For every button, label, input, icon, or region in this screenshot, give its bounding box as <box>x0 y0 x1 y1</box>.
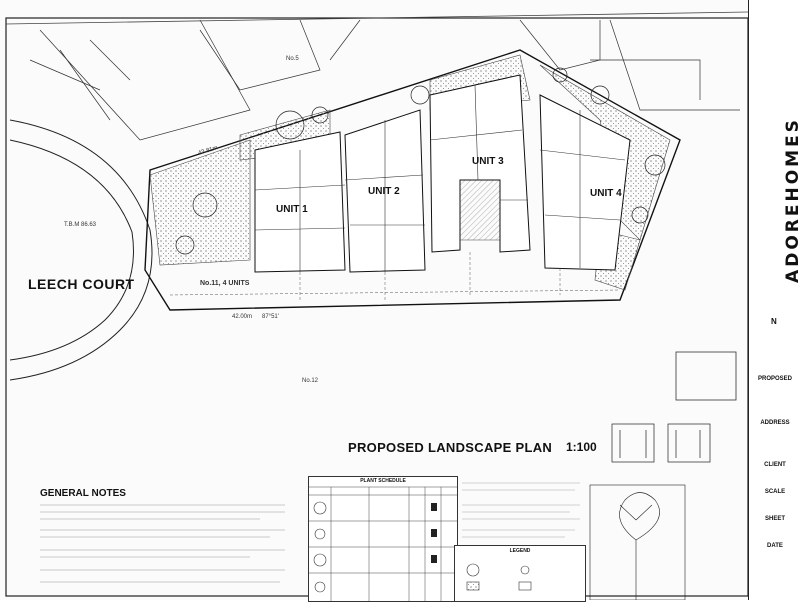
firm-logo-block: ADOREHOMES <box>750 117 800 283</box>
tree-detail <box>589 484 686 600</box>
title-block-date: DATE <box>767 543 783 549</box>
tbm-label: T.B.M 86.63 <box>64 222 97 228</box>
neighbour-5-label: No.5 <box>286 56 299 62</box>
plant-schedule-title: PLANT SCHEDULE <box>360 478 406 484</box>
legend-title: LEGEND <box>509 548 531 554</box>
north-label: N <box>771 317 777 326</box>
approval-stamp <box>675 351 737 401</box>
title-block-proposal: PROPOSED <box>757 376 792 382</box>
general-notes-title: GENERAL NOTES <box>40 488 126 499</box>
elevation-sketches <box>611 423 711 463</box>
driveway <box>169 252 621 300</box>
general-notes-lines <box>40 504 285 583</box>
tree-symbols <box>175 67 666 255</box>
title-block-address: ADDRESS <box>760 420 790 426</box>
firm-name: ADOREHOMES <box>782 117 800 283</box>
street-name-label: LEECH COURT <box>28 276 135 292</box>
unit-footprints <box>254 74 631 273</box>
neighbour-12-label: No.12 <box>302 378 319 384</box>
site-boundary <box>144 49 681 311</box>
interior-walls <box>254 84 626 272</box>
leech-court-road <box>9 119 153 381</box>
legend-symbols <box>466 563 532 591</box>
unit-2-label: UNIT 2 <box>368 186 400 197</box>
boundary-bearing-label: 87°51' <box>262 314 279 320</box>
title-block-client: CLIENT <box>764 462 786 468</box>
title-block <box>748 0 800 600</box>
unit-4-label: UNIT 4 <box>590 188 622 199</box>
lot-label: No.11, 4 UNITS <box>200 280 250 287</box>
notes-column-lines <box>462 482 580 538</box>
drawing-scale: 1:100 <box>566 440 597 454</box>
neighbour-lots <box>29 19 740 141</box>
unit-1-label: UNIT 1 <box>276 204 308 215</box>
unit-3-label: UNIT 3 <box>472 156 504 167</box>
top-edge-line <box>5 11 749 25</box>
boundary-length-label: 42.00m <box>232 314 253 320</box>
drawing-title: PROPOSED LANDSCAPE PLAN <box>348 440 553 455</box>
legend-box: LEGEND <box>454 545 586 602</box>
title-block-scale: SCALE <box>764 489 786 495</box>
plant-schedule-table: PLANT SCHEDULE <box>308 476 458 602</box>
title-block-sheet: SHEET <box>764 516 785 522</box>
schedule-grid <box>309 486 457 601</box>
